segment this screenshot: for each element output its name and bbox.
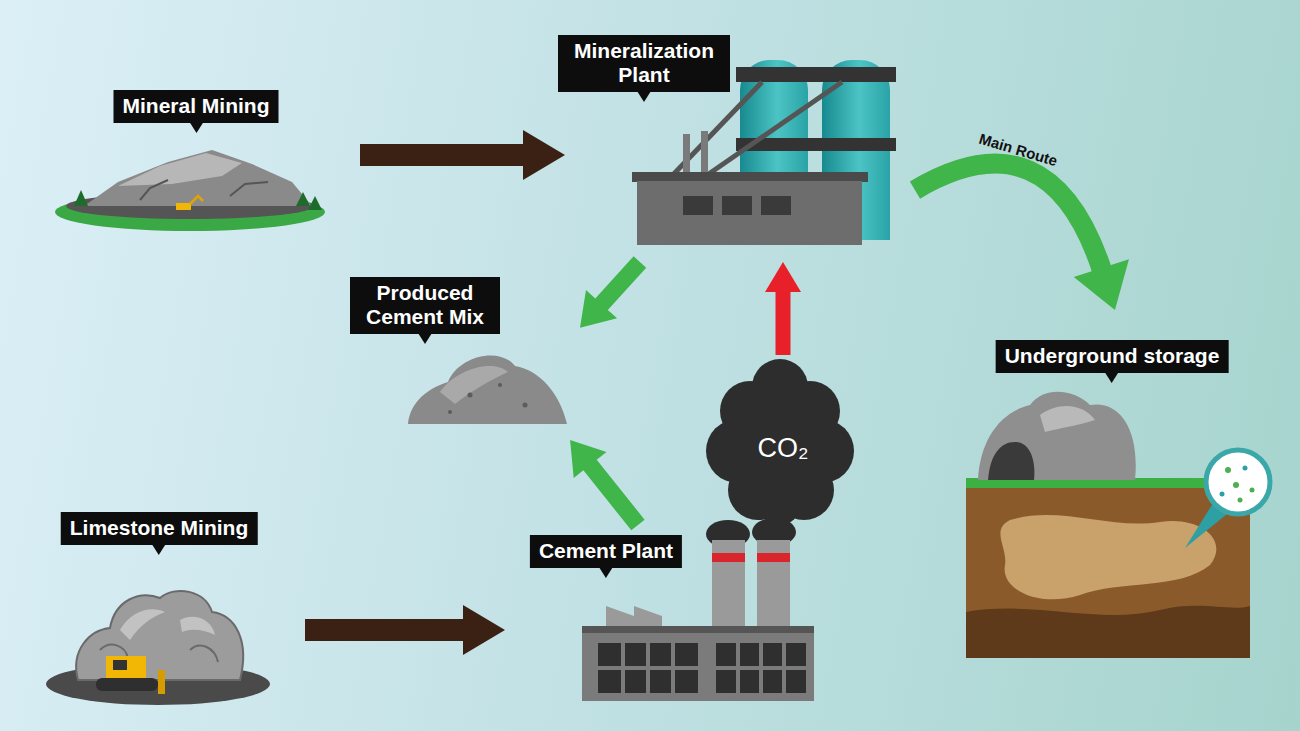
pile bbox=[408, 355, 567, 424]
window-mullions bbox=[598, 643, 806, 693]
rock-highlight bbox=[180, 617, 215, 635]
rock-highlight bbox=[120, 609, 165, 640]
chimney-band bbox=[757, 553, 790, 562]
bulldozer-body bbox=[106, 656, 146, 680]
particle bbox=[1233, 482, 1239, 488]
excavator-arm bbox=[190, 196, 203, 204]
product-node: Produced Cement Mix bbox=[350, 275, 580, 440]
flow-arrow bbox=[305, 605, 505, 655]
pile-highlight bbox=[440, 366, 508, 404]
cement-pile bbox=[408, 355, 567, 424]
particle bbox=[1243, 466, 1248, 471]
window bbox=[722, 196, 752, 215]
name-tag: Cement Plant bbox=[530, 535, 682, 568]
chimney bbox=[701, 131, 708, 176]
storage-pocket bbox=[1000, 515, 1216, 599]
flow-arrow bbox=[360, 130, 565, 180]
flow-arrow bbox=[765, 262, 801, 355]
sawtooth-roof bbox=[606, 606, 662, 628]
plant-building bbox=[637, 181, 862, 245]
soil bbox=[966, 486, 1250, 658]
chimney bbox=[757, 540, 790, 630]
gas-label: CO₂ bbox=[758, 433, 809, 464]
storage-node: Underground storage bbox=[965, 310, 1255, 665]
bulldozer-window bbox=[113, 660, 127, 670]
arrow-shape bbox=[580, 256, 646, 328]
flow-arrow bbox=[570, 440, 645, 530]
speckle bbox=[448, 410, 452, 414]
cloud-puff bbox=[760, 485, 800, 525]
rock-crack bbox=[190, 646, 218, 662]
bulldozer-track bbox=[96, 678, 158, 691]
name-tag: Limestone Mining bbox=[61, 512, 258, 545]
tree bbox=[296, 192, 310, 206]
mountain bbox=[84, 150, 312, 206]
plant-building bbox=[582, 633, 814, 701]
rock-seam bbox=[140, 180, 168, 200]
speckle bbox=[523, 403, 528, 408]
arrow-shape bbox=[570, 440, 645, 530]
name-tag: Mineral Mining bbox=[114, 90, 279, 123]
chimney bbox=[712, 540, 745, 630]
brace bbox=[700, 82, 842, 180]
arrow-shape bbox=[305, 605, 505, 655]
magnifier bbox=[1206, 450, 1270, 514]
plant-node: Cement Plant bbox=[505, 525, 820, 705]
flow-arrow bbox=[915, 164, 1129, 310]
excavator bbox=[176, 203, 191, 210]
rock-pile bbox=[76, 591, 243, 680]
smoke-cloud: CO₂ bbox=[700, 355, 860, 525]
plant-node: Mineralization Plant bbox=[565, 35, 915, 262]
arrow-shaft bbox=[915, 164, 1103, 273]
particle bbox=[1238, 498, 1243, 503]
arrow-shape bbox=[360, 130, 565, 180]
soil-deep bbox=[966, 606, 1250, 658]
bulldozer-blade bbox=[158, 670, 165, 694]
cave-rock bbox=[978, 392, 1136, 480]
tree bbox=[74, 190, 88, 206]
chimney bbox=[683, 134, 690, 176]
underground-storage bbox=[966, 392, 1270, 658]
particle bbox=[1225, 467, 1231, 473]
speckle bbox=[498, 383, 502, 387]
mining-site: Limestone Mining bbox=[45, 505, 305, 705]
mining-site: Mineral Mining bbox=[55, 85, 360, 235]
name-tag: Underground storage bbox=[996, 340, 1229, 373]
limestone-mine bbox=[46, 591, 270, 705]
rock-seam bbox=[230, 182, 268, 196]
arrow-head bbox=[1074, 259, 1129, 310]
chimney-band bbox=[712, 553, 745, 562]
speckle bbox=[468, 393, 473, 398]
window bbox=[761, 196, 791, 215]
particle bbox=[1220, 492, 1225, 497]
window bbox=[683, 196, 713, 215]
name-tag: Mineralization Plant bbox=[558, 35, 730, 92]
silo-band bbox=[736, 67, 896, 82]
cave-mouth bbox=[988, 442, 1034, 480]
brace bbox=[668, 82, 762, 180]
arrow-shape bbox=[765, 262, 801, 355]
flow-arrow bbox=[580, 256, 646, 328]
roof bbox=[632, 172, 868, 182]
roof-edge bbox=[582, 626, 814, 634]
mineral-mine bbox=[55, 150, 325, 231]
rock-highlight bbox=[1040, 406, 1095, 432]
name-tag: Produced Cement Mix bbox=[350, 277, 500, 334]
particle bbox=[1250, 488, 1255, 493]
tree bbox=[308, 196, 322, 210]
mountain-ridge bbox=[118, 153, 242, 186]
